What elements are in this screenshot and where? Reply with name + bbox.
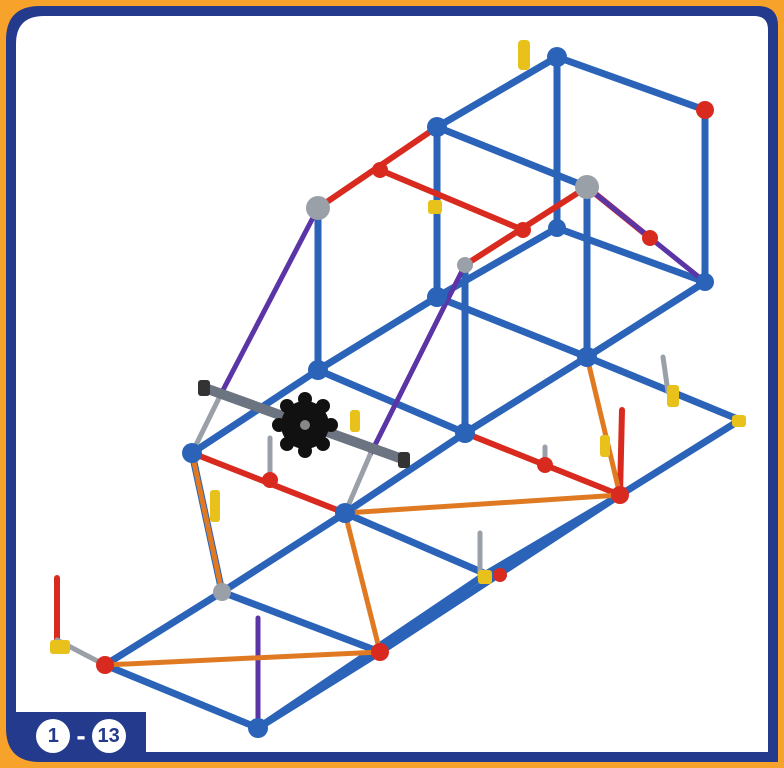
step-range: 1 - 13 — [16, 712, 146, 760]
step-start-number: 1 — [36, 719, 71, 753]
axle-gear-icon — [198, 380, 410, 468]
step-separator: - — [76, 720, 86, 751]
knex-model-illustration — [50, 40, 746, 738]
step-end-number: 13 — [91, 719, 126, 753]
